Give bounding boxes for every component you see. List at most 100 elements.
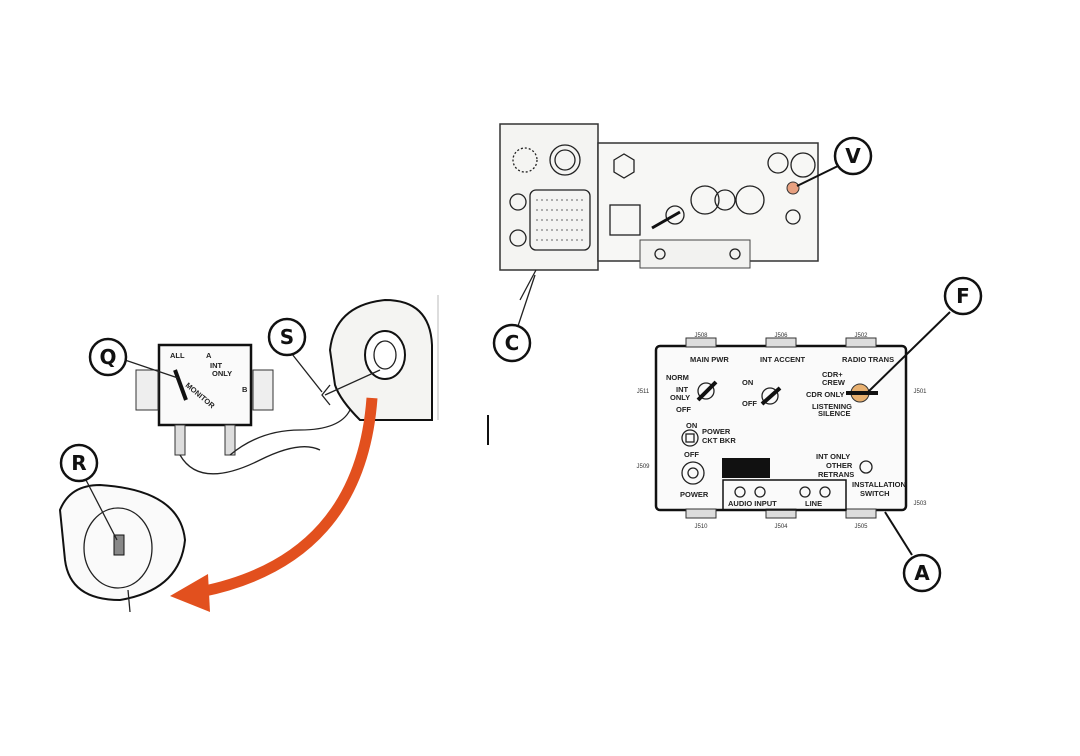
diagram-label: SILENCE bbox=[818, 409, 851, 418]
control-box-a: J508 J506 J502 J510 J504 J505 J511 J509 … bbox=[636, 333, 927, 530]
drawing-part bbox=[170, 574, 210, 612]
drawing-part bbox=[687, 467, 699, 479]
drawing-part bbox=[697, 382, 715, 400]
callout-f: F bbox=[943, 276, 983, 316]
drawing-part bbox=[845, 337, 877, 348]
drawing-part bbox=[690, 185, 720, 215]
drawing-part bbox=[884, 511, 913, 556]
diagram-label: ALL bbox=[170, 351, 185, 360]
diagram-label: ONLY bbox=[670, 393, 690, 402]
diagram-label: INSTALLATION bbox=[852, 480, 906, 489]
diagram-label: AUDIO INPUT bbox=[728, 499, 777, 508]
drawing-part bbox=[373, 340, 397, 370]
drawing-part bbox=[174, 424, 186, 456]
diagram-label: OFF bbox=[676, 405, 691, 414]
diagram-label: CDR ONLY bbox=[806, 390, 844, 399]
drawing-part bbox=[517, 274, 536, 327]
drawing-part bbox=[83, 507, 153, 589]
drawing-part bbox=[685, 508, 717, 519]
drawing-part bbox=[734, 486, 746, 498]
diagram-label: ONLY bbox=[212, 369, 232, 378]
drawing-part bbox=[157, 343, 253, 427]
drawing-part bbox=[59, 443, 99, 483]
diagram-label: ON bbox=[686, 421, 697, 430]
diagram-label: CREW bbox=[822, 378, 846, 387]
drawing-part bbox=[786, 181, 800, 195]
drawing-part bbox=[833, 136, 873, 176]
diagram-label: J506 bbox=[774, 333, 788, 339]
drawing-part bbox=[324, 369, 381, 396]
callout-s: S bbox=[267, 317, 307, 357]
earcup-detail-r bbox=[58, 483, 187, 613]
diagram-label: B bbox=[242, 385, 248, 394]
drawing-part bbox=[113, 534, 125, 556]
diagram-label: ON bbox=[742, 378, 753, 387]
diagram-label: INT ACCENT bbox=[760, 355, 806, 364]
drawing-part bbox=[492, 323, 532, 363]
diagram-label: INT bbox=[210, 361, 223, 370]
drawing-part bbox=[509, 193, 527, 211]
drawing-part bbox=[364, 330, 406, 380]
drawing-part bbox=[767, 152, 789, 174]
drawing-part bbox=[654, 248, 666, 260]
interphone-box-q: ALL A INT ONLY B MONITOR bbox=[135, 343, 351, 475]
diagram-label: OFF bbox=[684, 450, 699, 459]
diagram-label: INT bbox=[676, 385, 689, 394]
crewman-helmet bbox=[321, 298, 433, 421]
drawing-part bbox=[765, 337, 797, 348]
drawing-part bbox=[790, 152, 816, 178]
drawing-part bbox=[173, 369, 188, 401]
diagram-label: A bbox=[206, 351, 212, 360]
diagram-label: J505 bbox=[854, 524, 868, 530]
diagram-label: S bbox=[280, 325, 294, 349]
drawing-part bbox=[639, 239, 751, 269]
drawing-part bbox=[754, 486, 766, 498]
drawing-part bbox=[127, 589, 131, 613]
diagram-label: J508 bbox=[694, 333, 708, 339]
drawing-part bbox=[321, 384, 331, 406]
diagram-label: R bbox=[71, 451, 86, 475]
callout-c: C bbox=[492, 323, 532, 363]
drawing-part bbox=[859, 460, 873, 474]
drawing-part bbox=[867, 311, 951, 393]
drawing-part bbox=[765, 508, 797, 519]
drawing-part bbox=[554, 149, 576, 171]
diagram-label: RADIO TRANS bbox=[842, 355, 894, 364]
drawing-part bbox=[760, 386, 782, 406]
drawing-part bbox=[536, 199, 584, 241]
drawing-part bbox=[509, 229, 527, 247]
drawing-part bbox=[549, 144, 581, 176]
drawing-part bbox=[124, 359, 179, 379]
drawing-part bbox=[681, 461, 705, 485]
drawing-part bbox=[291, 353, 323, 393]
orange-pointer-arrow bbox=[170, 397, 378, 612]
callout-a: A bbox=[902, 553, 942, 593]
drawing-part bbox=[799, 486, 811, 498]
diagram-label: J501 bbox=[913, 389, 927, 395]
drawing-part bbox=[714, 189, 736, 211]
drawing-part bbox=[696, 380, 718, 402]
callout-v: V bbox=[833, 136, 873, 176]
diagram-label: SWITCH bbox=[860, 489, 890, 498]
drawing-part bbox=[85, 479, 118, 541]
drawing-part bbox=[519, 269, 537, 301]
diagram-label: LINE bbox=[805, 499, 822, 508]
drawing-part bbox=[651, 210, 681, 230]
diagram-label: POWER bbox=[702, 427, 731, 436]
drawing-part bbox=[796, 164, 841, 187]
diagram-label: Q bbox=[99, 345, 116, 369]
drawing-part bbox=[845, 508, 877, 519]
drawing-part bbox=[512, 147, 538, 173]
drawing-part bbox=[722, 479, 847, 511]
drawing-part bbox=[785, 209, 801, 225]
drawing-part bbox=[819, 486, 831, 498]
diagram-label: F bbox=[956, 284, 970, 308]
drawing-part bbox=[902, 553, 942, 593]
diagram-label: OTHER bbox=[826, 461, 853, 470]
drawing-part bbox=[685, 337, 717, 348]
drawing-part bbox=[735, 185, 765, 215]
callout-r: R bbox=[59, 443, 99, 483]
diagram-label: POWER bbox=[680, 490, 709, 499]
diagram-label: J502 bbox=[854, 333, 868, 339]
